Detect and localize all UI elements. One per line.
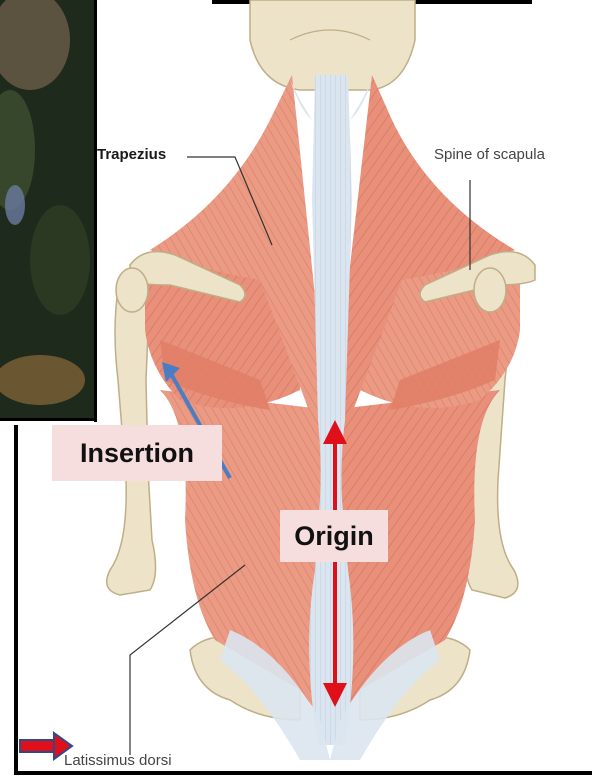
latissimus-dorsi-label: Latissimus dorsi [64, 752, 172, 769]
insertion-text: Insertion [80, 438, 194, 469]
photo-inset [0, 0, 96, 422]
origin-callout: Origin [280, 510, 388, 562]
insertion-callout: Insertion [52, 425, 222, 481]
spine-of-scapula-label: Spine of scapula [434, 146, 545, 163]
trapezius-label: Trapezius [97, 146, 166, 163]
origin-text: Origin [294, 521, 374, 552]
